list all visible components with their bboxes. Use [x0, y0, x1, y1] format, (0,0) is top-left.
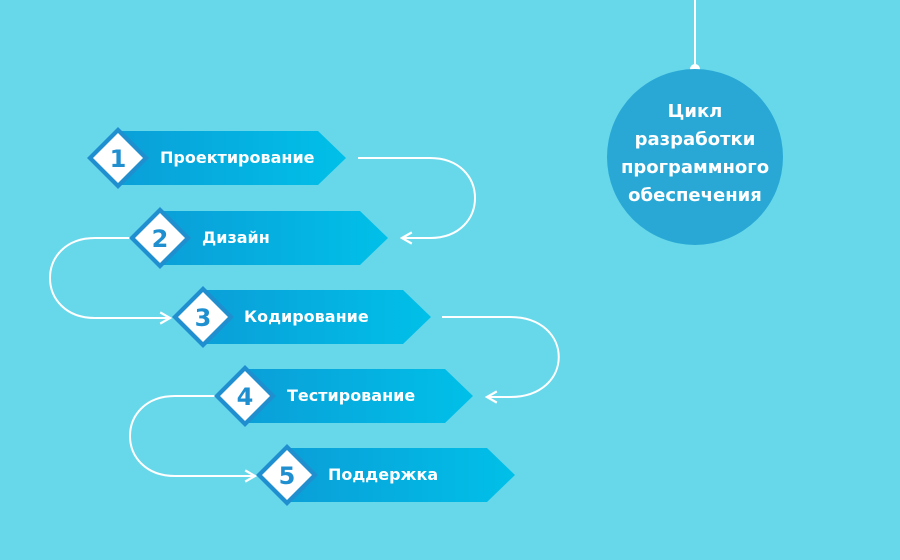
step-5-diamond	[262, 450, 312, 500]
step-4-number: 4	[237, 383, 254, 411]
connectors	[49, 157, 560, 483]
title-pendant: Цикл разработки программного обеспечения	[607, 0, 783, 245]
connector-3-4	[442, 316, 560, 404]
step-5-number: 5	[279, 462, 296, 490]
step-3-banner	[203, 290, 431, 344]
title-line-3: программного	[621, 157, 769, 178]
step-1-banner	[118, 131, 346, 185]
step-5: 5 Поддержка	[256, 444, 515, 506]
title-line-2: разработки	[635, 129, 756, 150]
step-4-banner	[245, 369, 473, 423]
step-1-diamond	[93, 133, 143, 183]
step-1: 1 Проектирование	[87, 127, 346, 189]
step-1-number: 1	[110, 145, 127, 173]
step-1-label: Проектирование	[160, 148, 315, 167]
step-3-label: Кодирование	[244, 307, 369, 326]
step-3-number: 3	[195, 304, 212, 332]
step-2-number: 2	[152, 225, 169, 253]
step-4-label: Тестирование	[287, 386, 415, 405]
step-3: 3 Кодирование	[172, 286, 431, 348]
title-line-4: обеспечения	[628, 185, 762, 206]
step-4-diamond	[220, 371, 270, 421]
step-2-banner	[160, 211, 388, 265]
connector-1-2	[358, 157, 476, 245]
step-3-diamond	[178, 292, 228, 342]
step-4: 4 Тестирование	[214, 365, 473, 427]
title-circle	[607, 69, 783, 245]
connector-4-5	[129, 395, 258, 483]
step-5-label: Поддержка	[328, 465, 438, 484]
title-line-1: Цикл	[668, 101, 723, 122]
step-2-label: Дизайн	[202, 228, 270, 247]
step-2: 2 Дизайн	[129, 207, 388, 269]
step-5-banner	[287, 448, 515, 502]
step-2-diamond	[135, 213, 185, 263]
connector-2-3	[49, 237, 173, 325]
